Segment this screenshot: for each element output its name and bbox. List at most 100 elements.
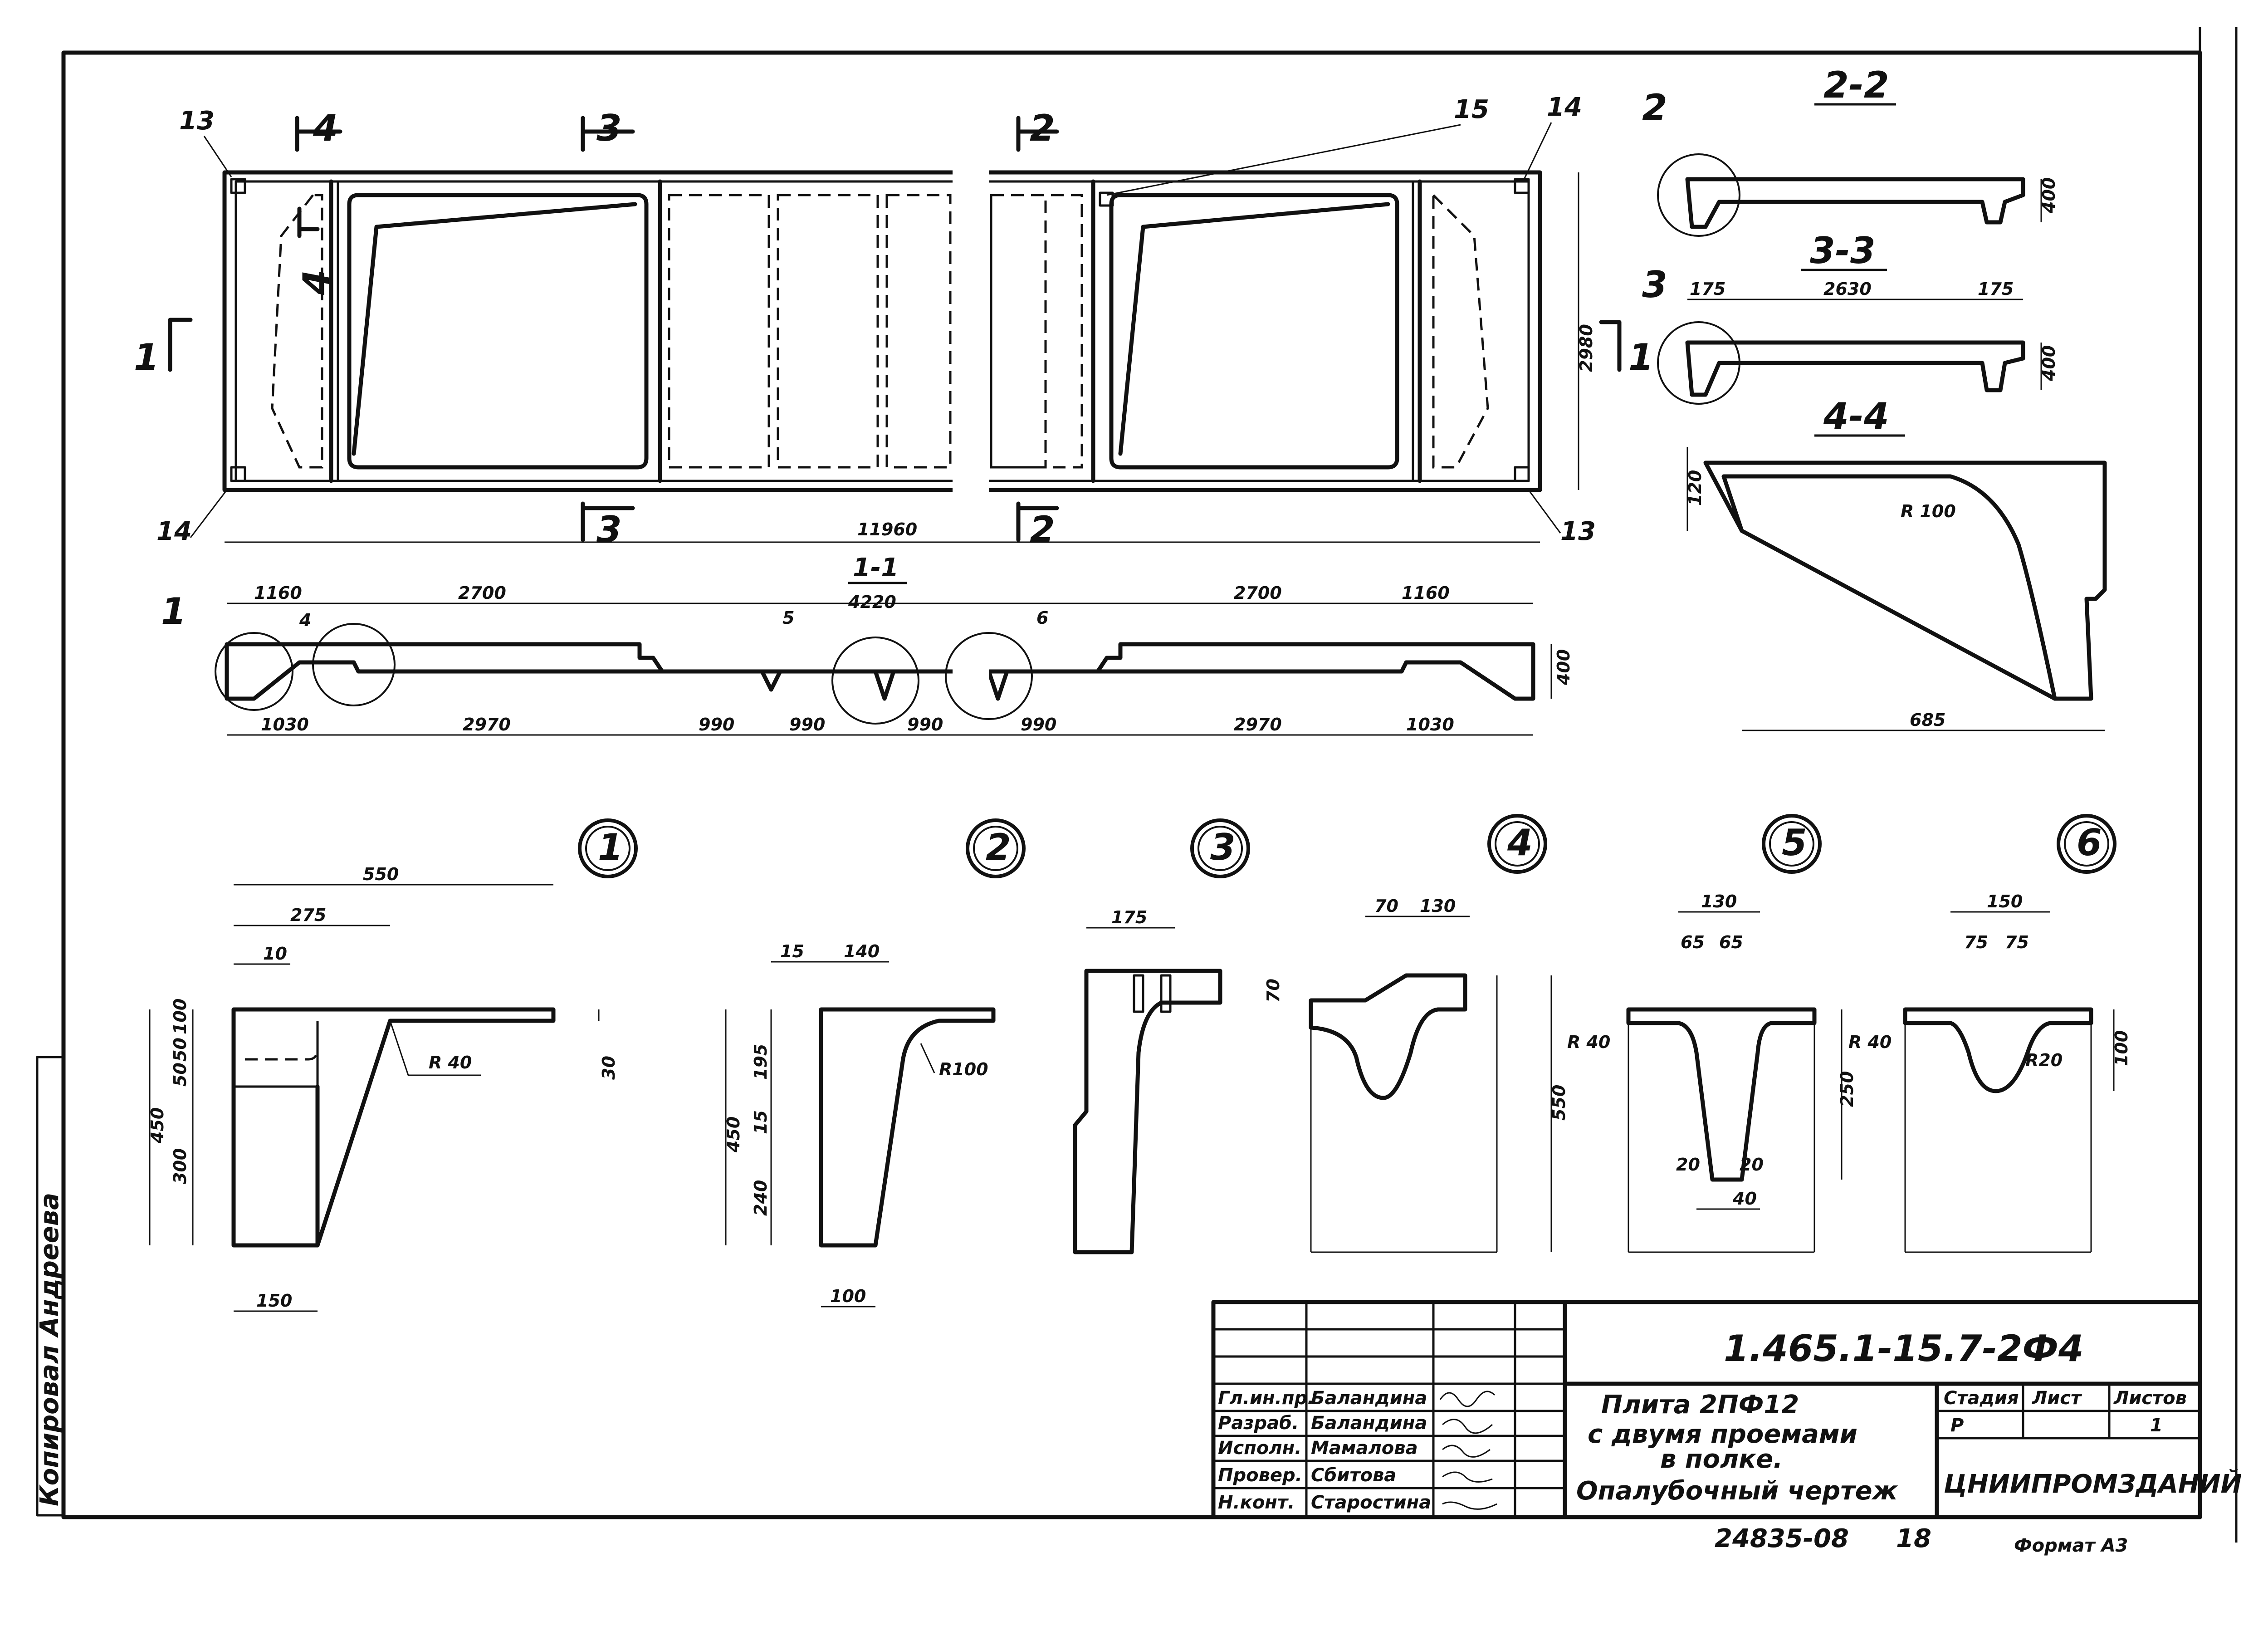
leader-line (1106, 124, 1461, 196)
dim-n1-10: 10 (263, 944, 287, 964)
dim-n1-450: 450 (147, 1107, 167, 1144)
tb-role-5: Н.конт. (1218, 1492, 1295, 1513)
dim-n4-70-top: 70 (1374, 896, 1398, 916)
dim-n4-70-side: 70 (1263, 979, 1283, 1003)
cut-marker-2-top: 2 (1030, 107, 1055, 149)
tb-name-1: Баландина (1311, 1388, 1427, 1409)
embedded-plate (230, 178, 246, 194)
node-1-detail: 550 275 10 450 100 50 50 300 R 40 30 150 (147, 864, 619, 1312)
dim-s33-height: 400 (2039, 345, 2059, 382)
dim-s33-left: 175 (1690, 279, 1725, 299)
dim-n2-100: 100 (830, 1286, 866, 1306)
dim-s11-height: 400 (1554, 649, 1574, 686)
plan-view: 13 14 15 14 13 1 2 3 4 4 3 2 1 11960 298… (134, 93, 1654, 551)
cut-arrow (1599, 320, 1622, 372)
dim-s33-right: 175 (1978, 279, 2014, 299)
section-2-2: 2-2 2 400 (1642, 64, 2059, 237)
dim-n2-15b: 15 (751, 1110, 771, 1134)
dim-n5-65b: 65 (1719, 932, 1743, 952)
dim-s11-bottom-1: 1030 (261, 715, 309, 735)
node-label-6: 6 (2077, 822, 2102, 864)
plan-dashed-panel (990, 194, 1083, 469)
plan-dashed-panel (668, 194, 770, 469)
cut-arrow (581, 501, 635, 542)
plan-mark-13-top: 13 (179, 106, 215, 136)
dim-n6-r20: R20 (2025, 1050, 2063, 1070)
node-2-detail: 15 140 450 195 15 240 R100 100 (723, 941, 996, 1308)
sheet-format: Формат А3 (2014, 1535, 2128, 1556)
dim-n4-550: 550 (1549, 1085, 1569, 1121)
node-circle-2 (966, 818, 1026, 878)
leader-line (389, 1020, 409, 1076)
plan-break-gap (953, 163, 989, 499)
dim-s44-height: 120 (1685, 470, 1705, 506)
section-2-2-callout (1657, 153, 1740, 237)
dim-s33-middle: 2630 (1823, 279, 1872, 299)
cut-arrow (1016, 116, 1059, 152)
node-1-step (234, 1021, 319, 1088)
node-5-detail: 130 65 65 R 40 250 20 20 40 (1567, 891, 1857, 1253)
node-circle-inner (585, 826, 631, 871)
section-4-4-title: 4-4 (1823, 395, 1889, 437)
dim-plan-width: 2980 (1576, 324, 1596, 372)
node-6-detail: 150 75 75 R 40 R20 100 (1848, 891, 2131, 1253)
tb-title-line-1: Плита 2ПФ12 (1601, 1390, 1799, 1420)
plan-opening-right (1109, 193, 1399, 470)
dim-n1-300: 300 (170, 1148, 190, 1184)
node-circle-inner (1769, 821, 1814, 867)
dim-s11-bottom-6: 990 (1021, 715, 1056, 735)
dim-n2-450: 450 (723, 1117, 743, 1153)
tb-doc-code: 1.465.1-15.7-2Ф4 (1724, 1327, 2084, 1370)
dim-n1-30: 30 (599, 1056, 619, 1080)
dim-n4-130: 130 (1420, 896, 1456, 916)
tb-title-line-4: Опалубочный чертеж (1576, 1476, 1898, 1506)
tb-name-3: Мамалова (1311, 1438, 1418, 1459)
tb-name-5: Старостина (1311, 1492, 1431, 1513)
callout-circle-1 (215, 632, 293, 711)
dim-s11-bottom-3: 990 (699, 715, 734, 735)
cut-marker-4-top: 4 (313, 107, 338, 149)
section-2-2-mark: 2 (1642, 87, 1667, 129)
plan-mark-14-bottom: 14 (156, 517, 192, 546)
embedded-plate (230, 466, 246, 482)
node-3-anchor (1133, 974, 1144, 1013)
dim-s11-bottom-5: 990 (907, 715, 943, 735)
tb-stage-header: Стадия (1944, 1388, 2019, 1409)
dim-n6-75b: 75 (2005, 932, 2029, 952)
dim-n1-275: 275 (290, 905, 326, 925)
dim-s11-bottom-4: 990 (789, 715, 825, 735)
node-label-4: 4 (1507, 822, 1533, 864)
plan-opening-left (347, 193, 649, 470)
callout-label-5: 5 (782, 608, 794, 628)
tb-stage-value: Р (1950, 1415, 1964, 1436)
plan-mark-14-top: 14 (1547, 93, 1582, 122)
callout-circle-4 (312, 623, 396, 706)
cut-arrow (297, 206, 320, 238)
section-3-3: 3-3 3 175 2630 175 400 (1642, 230, 2059, 405)
plan-mark-13-bottom: 13 (1560, 517, 1596, 546)
plan-dashed-panel (885, 194, 952, 469)
section-3-3-title: 3-3 (1810, 230, 1876, 272)
tb-title-line-2: с двумя проемами (1588, 1420, 1857, 1449)
plan-end-haunch-left (271, 194, 323, 469)
node-label-5: 5 (1782, 822, 1807, 864)
node-5-profile (1626, 1007, 1817, 1182)
section-1-1-profile (225, 642, 1535, 701)
cut-arrow (168, 318, 193, 372)
tb-title-line-3: в полке. (1660, 1445, 1783, 1474)
node-circle-3 (1190, 818, 1250, 878)
tb-organization: ЦНИИПРОМЗДАНИЙ (1944, 1469, 2242, 1499)
node-3-profile (1073, 969, 1222, 1254)
tb-name-4: Сбитова (1311, 1465, 1396, 1486)
dim-n5-40: 40 (1732, 1189, 1757, 1209)
callout-label-4: 4 (299, 610, 311, 630)
node-3-detail: 175 (1073, 907, 1222, 1254)
node-label-1: 1 (598, 826, 623, 868)
tb-sheet-header: Лист (2032, 1388, 2082, 1409)
margin-stamp-text: Копировал Андреева (35, 1193, 64, 1506)
plan-outline (222, 170, 1542, 492)
callout-circle-6 (945, 632, 1033, 720)
dim-s44-radius: R 100 (1901, 501, 1956, 521)
section-4-4: 4-4 120 R 100 685 (1685, 395, 2107, 731)
cut-arrow (1016, 501, 1059, 542)
